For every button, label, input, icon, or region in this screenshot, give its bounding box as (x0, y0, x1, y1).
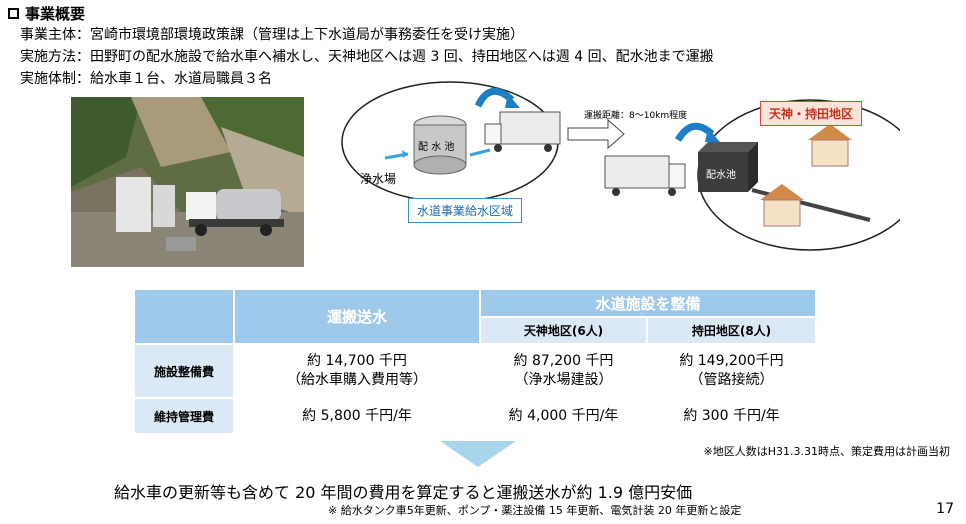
cell-line: （管路接続） (689, 372, 774, 388)
header-line-operator: 事業主体：宮崎市環境部環境政策課（管理は上下水道局が事務委任を受け実施） (20, 27, 524, 43)
cell-line: 約 87,200 千円 (513, 353, 614, 369)
distance-label: 運搬距離：8～10km程度 (584, 111, 688, 121)
cell-mochida-maintenance: 約 300 千円/年 (645, 397, 818, 435)
reservoir-label-right: 配水池 (706, 170, 736, 181)
cell-tenjin-maintenance: 約 4,000 千円/年 (479, 397, 648, 435)
cell-line: （浄水場建設） (514, 372, 613, 388)
cost-comparison-table: 運搬送水 水道施設を整備 天神地区(6人) 持田地区(8人) 施設整備費 約 1… (133, 288, 818, 435)
subheader-tenjin: 天神地区(6人) (479, 316, 648, 345)
cell-transport-facility: 約 14,700 千円 （給水車購入費用等） (233, 343, 481, 399)
cell-tenjin-facility: 約 87,200 千円 （浄水場建設） (479, 343, 648, 399)
cell-line: 約 14,700 千円 (307, 353, 407, 369)
checkbox-square-icon (8, 8, 19, 19)
water-plant-label: 浄水場 (360, 172, 397, 186)
cell-line: 約 149,200千円 (679, 353, 784, 369)
renewal-note: ※ 給水タンク車5年更新、ポンプ・薬注設備 15 年更新、電気計装 20 年更新… (328, 504, 742, 517)
conclusion-text: 給水車の更新等も含めて 20 年間の費用を算定すると運搬送水が約 1.9 億円安… (114, 483, 693, 502)
header-line-method: 実施方法：田野町の配水施設で給水車へ補水し、天神地区へは週 3 回、持田地区へは… (20, 49, 714, 65)
header-facility: 水道施設を整備 (478, 288, 818, 318)
table-corner (133, 288, 235, 345)
page-number: 17 (936, 501, 954, 517)
cell-transport-maintenance: 約 5,800 千円/年 (233, 397, 481, 435)
table-row: 施設整備費 約 14,700 千円 （給水車購入費用等） 約 87,200 千円… (133, 343, 818, 399)
population-note: ※地区人数はH31.3.31時点、策定費用は計画当初 (703, 445, 950, 458)
reservoir-label-left: 配 水 池 (418, 142, 455, 153)
subheader-mochida: 持田地区(8人) (645, 316, 818, 345)
section-title: 事業概要 (8, 3, 85, 24)
water-truck-photo (71, 97, 304, 267)
down-arrow-icon (440, 441, 516, 467)
section-title-text: 事業概要 (25, 5, 86, 23)
table-row: 維持管理費 約 5,800 千円/年 約 4,000 千円/年 約 300 千円… (133, 397, 818, 435)
cell-line: （給水車購入費用等） (287, 372, 427, 388)
target-area-label: 天神・持田地区 (760, 101, 863, 126)
header-transport: 運搬送水 (233, 288, 481, 345)
header-line-staff: 実施体制：給水車１台、水道局職員３名 (20, 71, 272, 87)
cell-mochida-facility: 約 149,200千円 （管路接続） (645, 343, 818, 399)
service-zone-label: 水道事業給水区域 (408, 198, 523, 223)
row-label-facility-cost: 施設整備費 (133, 343, 235, 399)
transport-diagram: 配 水 池 浄水場 運搬距離：8～10km程度 配水池 水道事業給水区域 天神・… (340, 80, 900, 260)
row-label-maintenance-cost: 維持管理費 (133, 397, 235, 435)
